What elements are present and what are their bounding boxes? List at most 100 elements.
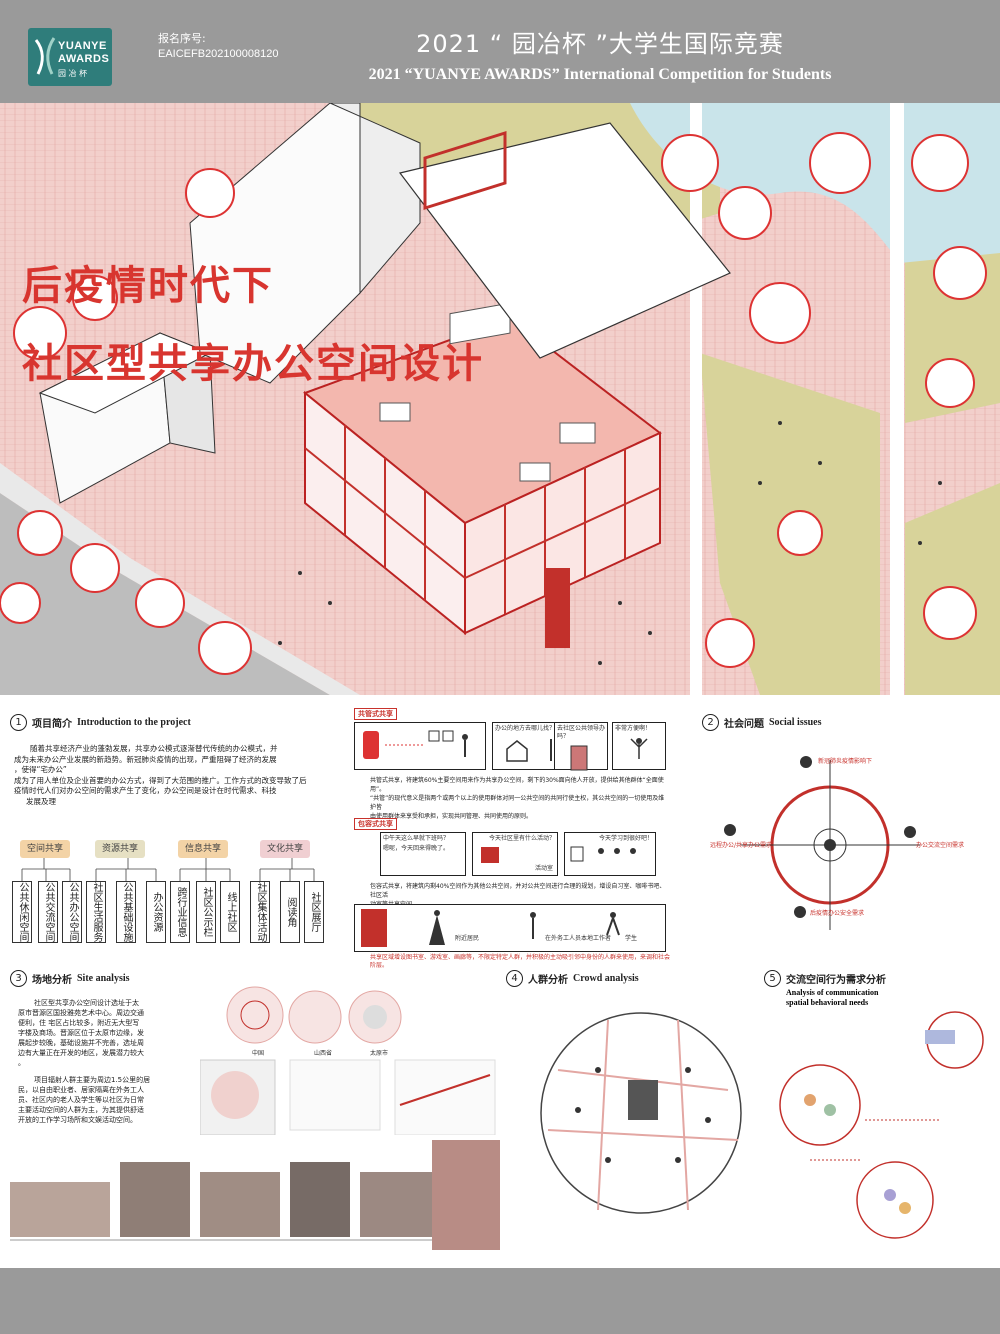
site-text-line: 主要活动空间的人群为主，为其提供舒适 [18,1106,144,1114]
registration-label: 报名序号: [158,32,206,45]
phone-and-people-icon [363,730,468,759]
inclusive-card-text: 中午天这么早就下班吗？ [383,835,450,842]
sharing-bottom-text: 共享区域增设图书室、游戏室、画廊等，不限定特定人群，并积极的主动吸引邻中身份的人… [370,954,671,969]
activity-room-label: 活动室 [534,865,553,872]
behavior-analysis-bubbles [779,1011,984,1239]
hero-illustration: 后疫情时代下 社区型共享办公空间设计 [0,103,1000,695]
intro-text-line: 随着共享经济产业的蓬勃发展，共享办公模式逐渐替代传统的办公模式，并 [30,744,278,753]
crowd-label-residents: 附近居民 [455,935,480,942]
intro-text-line: ，使得“宅办公” [14,765,67,774]
site-text-line: 边有大量正在开发的地区，发展潜力较大 [18,1049,144,1057]
category-item: 办公资源 [146,881,166,943]
inclusive-card-text: 今天学习到很好吧！ [598,835,653,842]
co-managed-text: 共管式共享，将建筑60%主要空间用来作为共享办公空间，剩下的30%面向他人开放，… [370,776,670,821]
social-note: 后疫情办公安全需求 [810,910,865,917]
category-item: 阅读角 [280,881,300,943]
inclusive-card: 中午天这么早就下班吗？ 嗯呢，今天回来得晚了。 [380,832,466,876]
yuanye-logo: YUANYE AWARDS 园 冶 杯 [28,28,112,86]
category-tag-space: 空间共享 [20,840,70,858]
co-managed-sharing-tag: 共管式共享 [354,708,397,720]
sharing-card: 非常方便啊！ [612,722,666,770]
site-text-line: 民，以自由职业者、居家隔离在外务工人 [18,1086,144,1094]
sharing-card-text: 去社区公共领导办吗？ [557,725,606,740]
map-label-china: 中国 [252,1050,265,1057]
intro-heading: 1 项目简介 Introduction to the project [10,714,191,731]
social-issues-diagram [724,756,920,930]
behavior-heading-en-line2: spatial behavioral needs [786,998,869,1007]
logo-line2: AWARDS [58,53,110,65]
intro-text-line: 成为了用人单位及企业首要的办公方式，得到了大范围的推广。工作方式的改变导致了后 [14,775,307,785]
category-tag-culture: 文化共享 [260,840,310,858]
crowd-label-students: 学生 [625,935,638,942]
site-heading: 3 场地分析 Site analysis [10,970,130,987]
logo-line1: YUANYE [58,40,107,52]
house-icon [506,739,552,762]
logo-line3: 园 冶 杯 [58,69,88,78]
site-text-line: 。 [18,1059,25,1067]
intro-heading-en: Introduction to the project [77,717,191,728]
students-icon [570,846,636,862]
logo-mark-icon [34,37,56,75]
category-item: 线上社区 [220,881,240,943]
co-managed-illustration [354,722,486,770]
sharing-card: 去社区公共领导办吗？ [554,722,608,771]
behavior-heading-en-line1: Analysis of communication [786,988,879,997]
crowd-number: 4 [506,970,523,987]
category-item: 社区公示栏 [196,881,216,943]
category-tag-resource: 资源共享 [95,840,145,858]
site-text-line: 字楼及商场。晋源区位于太原市边缘，发 [18,1029,144,1037]
category-tag-info: 信息共享 [178,840,228,858]
behavior-heading-en: Analysis of communication spatial behavi… [786,988,878,1008]
inclusive-card-text: 今天社区里有什么活动？ [488,835,555,842]
behavior-number: 5 [764,970,781,987]
site-number: 3 [10,970,27,987]
map-label-taiyuan: 太原市 [370,1050,389,1057]
footer-bar [0,1268,1000,1334]
inclusive-card: 今天社区里有什么活动？ 活动室 [472,832,558,876]
crowd-heading-en: Crowd analysis [573,973,639,984]
category-item: 社区生活服务 [86,881,106,943]
crowd-heading-cn: 人群分析 [528,975,568,986]
crowd-figures-icon [361,909,620,947]
competition-title-cn: 2021 “ 园冶杯 ”大学生国际竞赛 [416,30,784,58]
category-item: 公共休闲空间 [12,881,32,943]
behavior-heading: 5 交流空间行为需求分析 [764,970,886,987]
social-note: 办公交流空间需求 [916,842,965,849]
competition-title-en: 2021 “YUANYE AWARDS” International Compe… [368,66,832,83]
co-managed-text-line: “共管”的现代意义是指两个或两个以上的使用群体对同一公共空间的共同行使主权，其公… [370,795,665,811]
intro-heading-cn: 项目简介 [32,719,72,730]
category-item: 公共基础设施 [116,881,136,943]
crowd-row: 附近居民 在外务工人员本地工作者 学生 [354,904,666,952]
sharing-card-text: 非常方便啊！ [615,725,652,732]
inclusive-card-subtext: 嗯呢，今天回来得晚了。 [383,845,450,852]
sharing-category-tree [21,857,315,881]
phone-app-icon [570,745,588,771]
site-text-1: 社区型共享办公空间设计选址于太 原市晋源区国投雅苑艺术中心。周边交通 便利，住 … [18,998,193,1068]
behavior-heading-cn: 交流空间行为需求分析 [786,975,886,986]
inclusive-card: 今天学习到很好吧！ [564,832,656,876]
person-cheer-icon [630,738,648,759]
header-bar: YUANYE AWARDS 园 冶 杯 报名序号: EAICEFB2021000… [0,0,1000,103]
crowd-label-workers: 在外务工人员本地工作者 [545,935,612,942]
site-photo-collage [10,1162,490,1241]
site-location-maps [200,986,496,1135]
site-text-line: 原市晋源区国投雅苑艺术中心。周边交通 [18,1009,144,1017]
category-item: 公共办公空间 [62,881,82,943]
site-text-line: 项目辐射人群主要为周边1.5公里的居 [34,1076,151,1084]
social-heading-cn: 社会问题 [724,719,764,730]
category-item: 社区集体活动 [250,881,270,943]
site-heading-en: Site analysis [77,973,130,984]
co-managed-text-line: 由使用群体来享受和承担，实现共同管理、共同使用的原则。 [370,813,533,820]
site-text-line: 开放的工作学习场所和文娱活动空间。 [18,1116,137,1124]
hero-title-line2: 社区型共享办公空间设计 [22,341,484,387]
category-item: 跨行业信息 [170,881,190,943]
site-text-2: 项目辐射人群主要为周边1.5公里的居 民，以自由职业者、居家隔离在外务工人 员、… [18,1075,193,1125]
social-number: 2 [702,714,719,731]
activity-room-icon [481,847,499,863]
crowd-heading: 4 人群分析 Crowd analysis [506,970,639,987]
intro-number: 1 [10,714,27,731]
sharing-card-text: 办公的地方去哪儿找？ [495,725,556,732]
co-managed-text-line: 共管式共享，将建筑60%主要空间用来作为共享办公空间，剩下的30%面向他人开放，… [370,777,664,793]
inclusive-sharing-tag: 包容式共享 [354,818,397,830]
site-text-panel [432,1140,500,1250]
